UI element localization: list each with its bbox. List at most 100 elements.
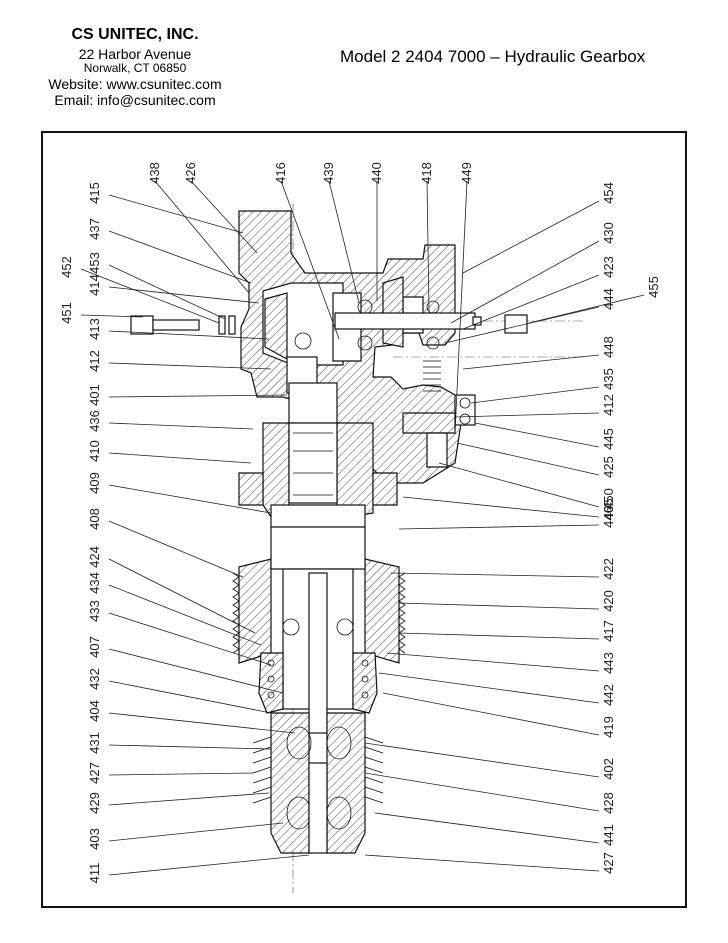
left-callout-414: 414 [87,274,102,296]
left-callout-424: 424 [87,546,102,568]
right-callout-448: 448 [601,336,616,358]
left-callout-412: 412 [87,350,102,372]
left-leader-403 [108,822,284,842]
right-leader-423 [462,274,600,330]
left-leader-429 [108,792,270,806]
left-callout-429: 429 [87,792,102,814]
website-link[interactable]: Website: www.csunitec.com [48,76,222,93]
left-callout-427: 427 [87,762,102,784]
left-leader-412 [108,362,272,370]
left-leader-453 [108,264,226,320]
right-callout-419: 419 [601,716,616,738]
left-leader-451 [80,314,144,318]
right-leader-430 [450,240,600,324]
right-callout-405: 405 [601,498,616,520]
right-callout-446: 446 [601,506,616,528]
top-leader-439 [328,180,360,304]
cross-section-body [130,203,583,893]
right-callout-423: 423 [601,256,616,278]
left-callout-436: 436 [87,410,102,432]
left-leader-409 [108,484,272,514]
address-street: 22 Harbor Avenue [78,46,192,63]
right-callout-454: 454 [601,182,616,204]
right-callout-450: 450 [601,488,616,510]
email-link[interactable]: Email: info@csunitec.com [54,92,216,109]
top-callout-438: 438 [147,162,162,184]
left-leader-404 [108,712,296,734]
top-callout-426: 426 [183,162,198,184]
top-leader-418 [426,180,430,312]
left-callout-403: 403 [87,828,102,850]
right-callout-425: 425 [601,456,616,478]
right-leader-428 [364,772,600,812]
left-callout-408: 408 [87,508,102,530]
address-city: Norwalk, CT 06850 [83,61,187,76]
top-leader-449 [454,180,468,434]
left-leader-434 [108,584,262,646]
right-leader-455 [528,294,645,324]
top-callout-439: 439 [321,162,336,184]
right-leader-402 [364,742,600,778]
right-leader-412 [454,412,600,418]
right-callout-443: 443 [601,652,616,674]
left-callout-434: 434 [87,572,102,594]
left-leader-431 [108,744,272,750]
left-leader-401 [108,394,288,398]
left-callout-410: 410 [87,440,102,462]
left-callouts: 4154374534524514144134124014364104094084… [59,182,310,884]
right-leader-427 [364,854,600,872]
left-leader-433 [108,612,272,666]
left-callout-431: 431 [87,732,102,754]
left-callout-433: 433 [87,600,102,622]
top-callout-440: 440 [369,162,384,184]
left-leader-432 [108,680,272,714]
left-callout-452: 452 [59,256,74,278]
right-callout-445: 445 [601,428,616,450]
right-leader-422 [390,572,600,578]
top-callout-449: 449 [459,162,474,184]
left-leader-411 [108,854,310,876]
left-callout-411: 411 [87,863,102,884]
right-callout-455: 455 [646,276,661,298]
left-leader-427 [108,772,254,776]
right-callouts: 4544304234554444484354124454254504054464… [364,182,661,874]
right-callout-441: 441 [601,824,616,846]
top-leader-426 [190,180,258,254]
right-leader-446 [398,524,600,530]
left-callout-409: 409 [87,472,102,494]
right-callout-417: 417 [601,620,616,642]
right-leader-443 [386,652,600,672]
right-leader-419 [382,692,600,736]
left-callout-413: 413 [87,318,102,340]
left-leader-436 [108,422,254,430]
right-callout-402: 402 [601,758,616,780]
right-callout-430: 430 [601,222,616,244]
right-leader-420 [398,602,600,610]
right-leader-435 [470,386,600,404]
company-header: CS UNITEC, INC. 22 Harbor Avenue Norwalk… [40,26,230,108]
right-leader-444 [444,306,600,344]
right-leader-405 [402,496,600,518]
left-leader-414 [108,286,260,304]
left-leader-424 [108,558,256,634]
right-leader-445 [474,422,600,448]
right-callout-420: 420 [601,590,616,612]
left-callout-432: 432 [87,668,102,690]
right-callout-422: 422 [601,558,616,580]
right-callout-442: 442 [601,684,616,706]
top-leader-416 [280,180,340,340]
left-leader-410 [108,452,252,464]
left-callout-404: 404 [87,700,102,722]
right-leader-425 [456,442,600,476]
left-leader-408 [108,520,244,578]
top-callout-416: 416 [273,162,288,184]
company-name: CS UNITEC, INC. [71,26,199,43]
left-callout-451: 451 [59,302,74,324]
right-leader-442 [378,672,600,704]
left-callout-453: 453 [87,252,102,274]
right-leader-450 [438,462,600,508]
right-leader-448 [462,354,600,370]
page-title: Model 2 2404 7000 – Hydraulic Gearbox [340,47,646,66]
